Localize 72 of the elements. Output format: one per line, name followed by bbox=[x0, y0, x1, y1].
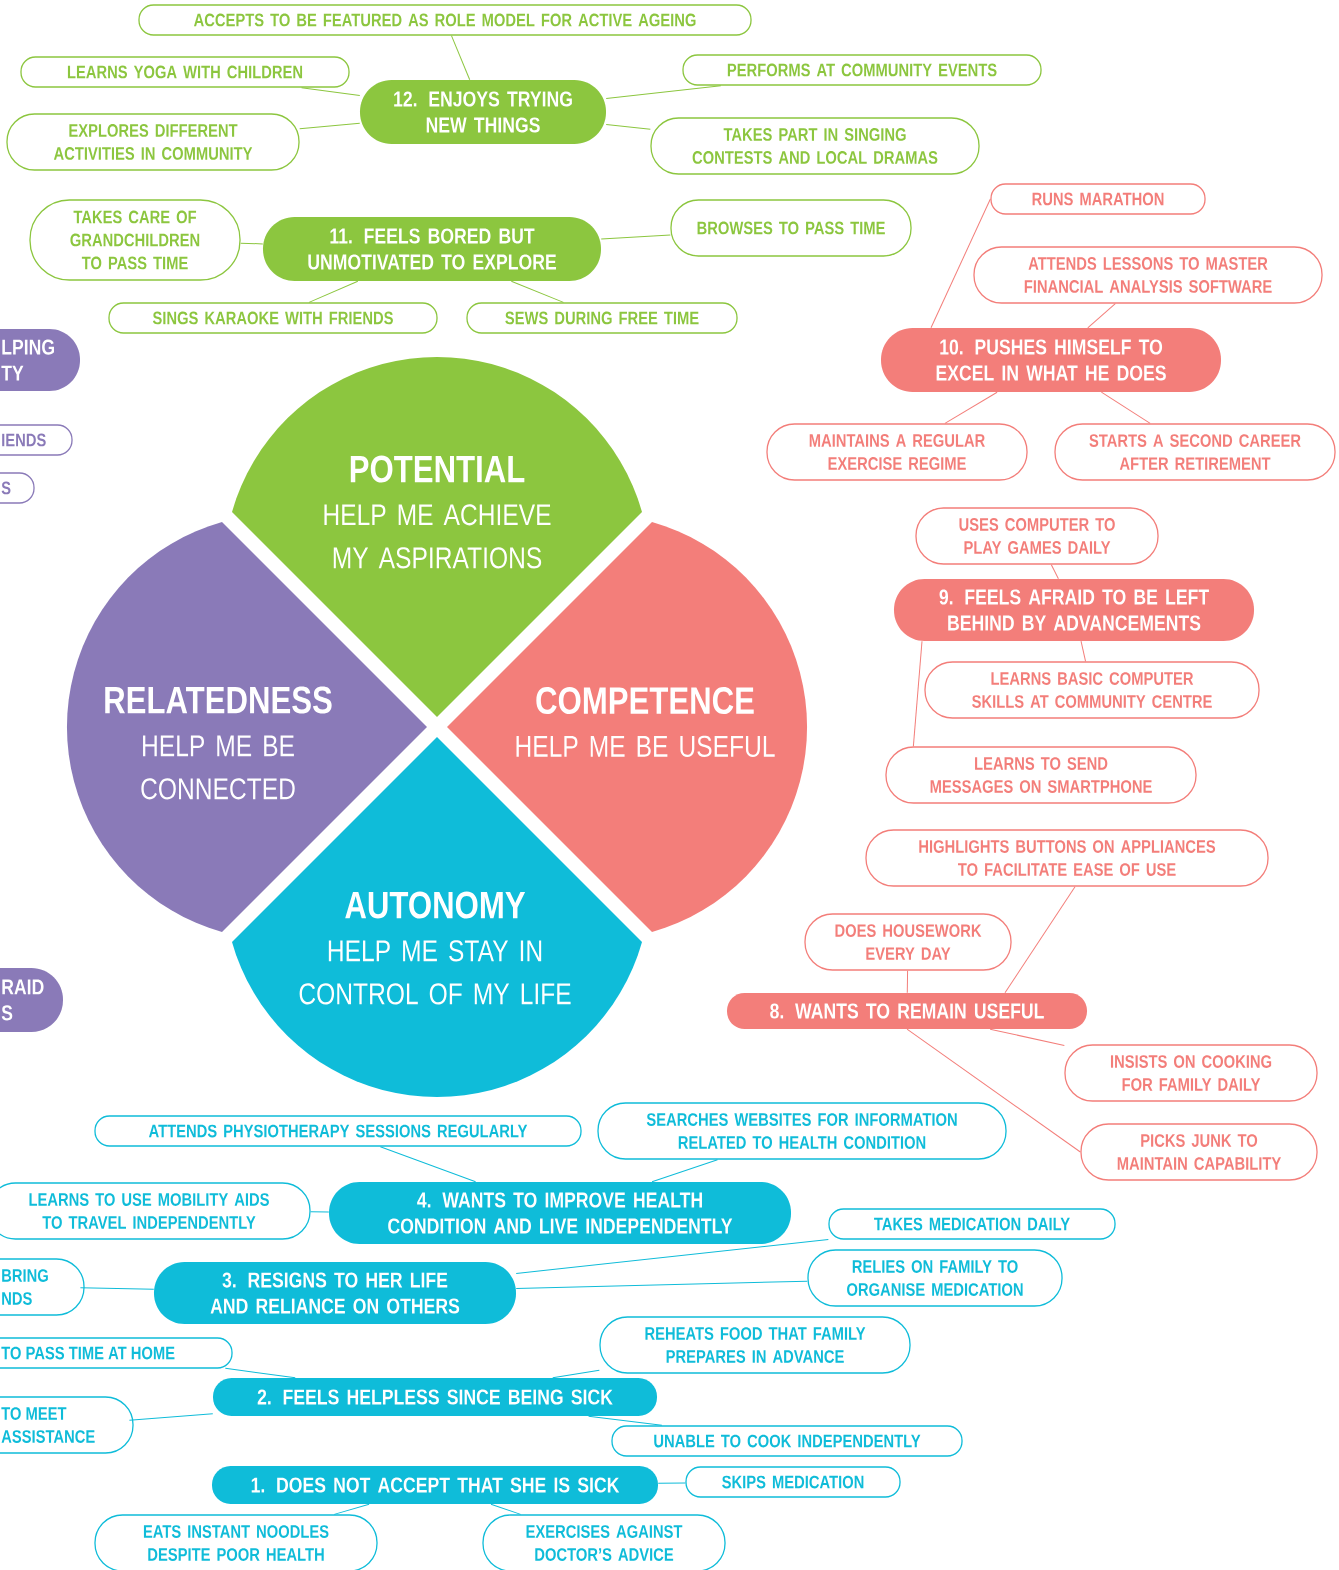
behaviour-pill: LEARNS YOGA WITH CHILDREN bbox=[20, 56, 350, 88]
topic-pill: 2. FEELS HELPLESS SINCE BEING SICK bbox=[213, 1378, 657, 1416]
behaviour-pill: S bbox=[0, 472, 35, 504]
behaviour-pill: TAKES MEDICATION DAILY bbox=[828, 1208, 1116, 1240]
behaviour-pill: RELIES ON FAMILY TO ORGANISE MEDICATION bbox=[807, 1249, 1063, 1307]
connector-line bbox=[379, 1146, 477, 1183]
behaviour-pill: ACCEPTS TO BE FEATURED AS ROLE MODEL FOR ACTIVE AGEING bbox=[138, 4, 752, 36]
connector-line bbox=[657, 1482, 686, 1484]
behaviour-pill: SEARCHES WEBSITES FOR INFORMATION RELATED TO HEALTH CONDITION bbox=[597, 1102, 1007, 1160]
connector-line bbox=[944, 391, 998, 424]
connector-line bbox=[1087, 303, 1116, 329]
behaviour-pill: IENDS bbox=[0, 424, 73, 456]
connector-line bbox=[1100, 391, 1151, 424]
connector-line bbox=[1080, 640, 1087, 662]
behaviour-pill: TAKES CARE OF GRANDCHILDREN TO PASS TIME bbox=[29, 199, 241, 281]
topic-pill: 9. FEELS AFRAID TO BE LEFT BEHIND BY ADVANCEMENTS bbox=[894, 579, 1254, 641]
connector-line bbox=[515, 1280, 808, 1289]
behaviour-pill: INSISTS ON COOKING FOR FAMILY DAILY bbox=[1064, 1044, 1318, 1102]
connector-line bbox=[989, 1028, 1065, 1046]
connector-line bbox=[1050, 564, 1059, 580]
connector-line bbox=[600, 234, 671, 240]
topic-pill: LPING TY bbox=[0, 329, 80, 391]
behaviour-pill: TO PASS TIME AT HOME bbox=[0, 1337, 233, 1369]
connector-line bbox=[490, 1503, 522, 1515]
connector-line bbox=[906, 970, 909, 994]
behaviour-pill: EATS INSTANT NOODLES DESPITE POOR HEALTH bbox=[94, 1514, 378, 1570]
connector-line bbox=[605, 85, 722, 99]
behaviour-pill: HIGHLIGHTS BUTTONS ON APPLIANCES TO FACILITATE EASE OF USE bbox=[865, 829, 1269, 887]
behaviour-pill: SKIPS MEDICATION bbox=[685, 1466, 901, 1498]
behaviour-pill: ATTENDS LESSONS TO MASTER FINANCIAL ANALYSIS SOFTWARE bbox=[973, 246, 1323, 304]
connector-line bbox=[1004, 886, 1076, 994]
connector-line bbox=[301, 87, 361, 96]
connector-line bbox=[240, 242, 264, 245]
behaviour-pill: REHEATS FOOD THAT FAMILY PREPARES IN ADVANCE bbox=[599, 1316, 911, 1374]
behaviour-pill: UNABLE TO COOK INDEPENDENTLY bbox=[611, 1425, 963, 1457]
topic-pill: RAID S bbox=[0, 968, 63, 1032]
behaviour-pill: LEARNS BASIC COMPUTER SKILLS AT COMMUNITY CENTRE bbox=[924, 661, 1260, 719]
connector-line bbox=[450, 35, 471, 81]
topic-pill: 8. WANTS TO REMAIN USEFUL bbox=[727, 993, 1087, 1029]
behaviour-pill: SINGS KARAOKE WITH FRIENDS bbox=[108, 302, 438, 334]
behaviour-pill: STARTS A SECOND CAREER AFTER RETIREMENT bbox=[1054, 423, 1336, 481]
topic-pill: 3. RESIGNS TO HER LIFE AND RELIANCE ON OTHERS bbox=[154, 1262, 516, 1324]
connector-line bbox=[333, 1503, 370, 1515]
behaviour-pill: PICKS JUNK TO MAINTAIN CAPABILITY bbox=[1080, 1123, 1318, 1181]
behaviour-pill: BRING NDS bbox=[0, 1258, 85, 1316]
topic-pill: 12. ENJOYS TRYING NEW THINGS bbox=[360, 80, 606, 144]
behaviour-pill: SEWS DURING FREE TIME bbox=[466, 302, 738, 334]
connector-line bbox=[906, 1028, 1081, 1153]
topic-pill: 10. PUSHES HIMSELF TO EXCEL IN WHAT HE DOES bbox=[881, 328, 1221, 392]
connector-line bbox=[128, 1413, 214, 1421]
connector-line bbox=[79, 1287, 155, 1290]
topic-pill: 1. DOES NOT ACCEPT THAT SHE IS SICK bbox=[212, 1466, 658, 1504]
behaviour-pill: MAINTAINS A REGULAR EXERCISE REGIME bbox=[766, 423, 1028, 481]
behaviour-pill: TO MEET ASSISTANCE bbox=[0, 1396, 134, 1454]
behaviour-pill: DOES HOUSEWORK EVERY DAY bbox=[804, 913, 1012, 971]
connector-line bbox=[605, 124, 651, 130]
behaviour-pill: EXPLORES DIFFERENT ACTIVITIES IN COMMUNITY bbox=[6, 113, 300, 171]
connector-line bbox=[912, 640, 923, 747]
behaviour-pill: LEARNS TO USE MOBILITY AIDS TO TRAVEL INDEPENDENTLY bbox=[0, 1182, 311, 1240]
behaviour-pill: TAKES PART IN SINGING CONTESTS AND LOCAL DRAMAS bbox=[650, 117, 980, 175]
behaviour-pill: EXERCISES AGAINST DOCTOR’S ADVICE bbox=[482, 1514, 726, 1570]
connector-line bbox=[310, 1211, 330, 1213]
topic-pill: 11. FEELS BORED BUT UNMOTIVATED TO EXPLORE bbox=[263, 217, 601, 281]
connector-line bbox=[930, 198, 991, 329]
behaviour-pill: USES COMPUTER TO PLAY GAMES DAILY bbox=[915, 507, 1159, 565]
connector-line bbox=[299, 122, 361, 130]
topic-pill: 4. WANTS TO IMPROVE HEALTH CONDITION AND LIVE INDEPENDENTLY bbox=[329, 1182, 791, 1244]
behaviour-pill: LEARNS TO SEND MESSAGES ON SMARTPHONE bbox=[885, 746, 1197, 804]
behaviour-pill: ATTENDS PHYSIOTHERAPY SESSIONS REGULARLY bbox=[94, 1115, 582, 1147]
behaviour-pill: PERFORMS AT COMMUNITY EVENTS bbox=[682, 54, 1042, 86]
behaviour-pill: BROWSES TO PASS TIME bbox=[670, 199, 912, 257]
behaviour-pill: RUNS MARATHON bbox=[990, 183, 1206, 215]
